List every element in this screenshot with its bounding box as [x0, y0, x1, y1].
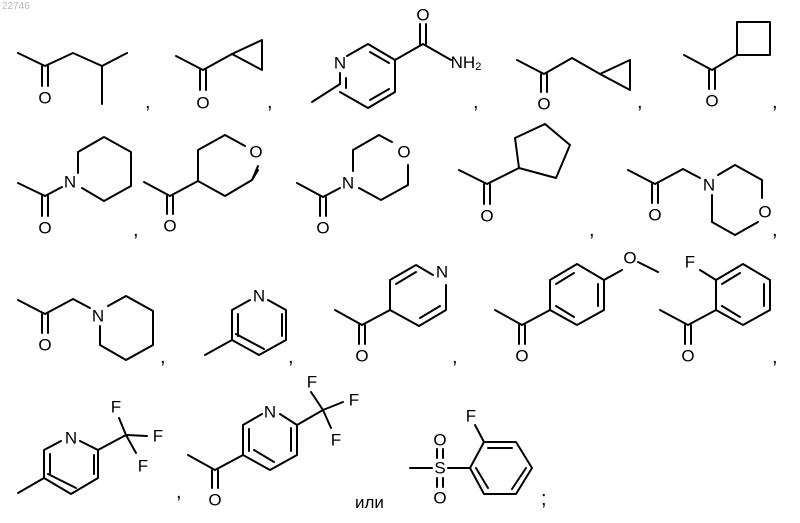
oxygen-atom: O: [316, 219, 329, 238]
sulfur-atom: S: [434, 459, 445, 478]
structure-methoxybenzoyl: O O: [495, 249, 658, 366]
structure-morpholinomethyl-carbonyl: O N O: [628, 165, 772, 235]
comma-separator: ,: [772, 219, 778, 241]
oxygen-atom: O: [38, 219, 51, 238]
fluorine-atom: F: [111, 398, 121, 417]
fluorine-atom: F: [685, 253, 695, 272]
oxygen-atom: O: [433, 489, 446, 508]
fluorine-atom: F: [153, 427, 163, 446]
structure-isobutylcarbonyl: O: [18, 53, 127, 108]
structure-cyclopentyl-carbonyl: O: [459, 124, 570, 226]
oxygen-atom: O: [416, 6, 429, 25]
comma-separator: ,: [133, 219, 139, 241]
nitrogen-atom: N: [436, 263, 448, 282]
nitrogen-atom: N: [64, 173, 76, 192]
structure-methylpyridine: N: [205, 287, 286, 356]
nitrogen-atom: N: [264, 403, 276, 422]
nitrogen-atom: N: [65, 429, 77, 448]
comma-separator: ,: [473, 91, 479, 113]
semicolon-terminator: ;: [541, 488, 547, 510]
structure-trifluoromethylpyridine-methyl: N F F F: [18, 398, 163, 495]
nitrogen-atom: N: [334, 54, 346, 73]
comma-separator: ,: [589, 219, 595, 241]
oxygen-atom: O: [38, 336, 51, 355]
structure-fluorobenzoyl: F O: [660, 253, 770, 366]
structure-pyridine-4-carbonyl: O N: [335, 263, 448, 366]
fluorine-atom: F: [349, 391, 359, 410]
structure-morpholine-carbonyl: O N O: [297, 135, 411, 238]
oxygen-atom: O: [705, 92, 718, 111]
ring-oxygen-atom: O: [249, 143, 262, 162]
structure-methylnicotinamide: N O NH2: [312, 6, 481, 109]
comma-separator: ,: [160, 346, 166, 368]
comma-separator: ,: [267, 91, 273, 113]
nitrogen-atom: N: [342, 174, 354, 193]
oxygen-atom: O: [38, 89, 51, 108]
structure-trifluoromethylnicotinoyl: O N F F F: [188, 373, 359, 510]
structure-cyclopropylmethylcarbonyl: O: [517, 58, 630, 114]
oxygen-atom: O: [433, 431, 446, 450]
oxygen-atom: O: [537, 95, 550, 114]
nitrogen-atom: N: [92, 307, 104, 326]
structure-fluorophenyl-sulfonyl: S O O F: [410, 407, 532, 508]
ring-oxygen-atom: O: [758, 203, 771, 222]
oxygen-atom: O: [196, 94, 209, 113]
comma-separator: ,: [772, 91, 778, 113]
comma-separator: ,: [288, 346, 294, 368]
oxygen-atom: O: [681, 347, 694, 366]
fluorine-atom: F: [466, 407, 476, 426]
structure-cyclopropylcarbonyl: O: [176, 40, 262, 113]
structure-cyclobutylcarbonyl: O: [684, 22, 770, 111]
comma-separator: ,: [176, 481, 182, 503]
structure-piperidine-carbonyl: O N: [18, 137, 131, 238]
oxygen-atom: O: [515, 347, 528, 366]
comma-separator: ,: [145, 91, 151, 113]
fluorine-atom: F: [307, 373, 317, 392]
comma-separator: ,: [637, 91, 643, 113]
amide-nh2-label: NH2: [451, 53, 482, 74]
conjunction-word: или: [355, 493, 384, 512]
oxygen-atom: O: [355, 347, 368, 366]
page-id: 22746: [2, 1, 30, 12]
oxygen-atom: O: [480, 207, 493, 226]
structure-oxanyl-carbonyl: O O: [144, 135, 263, 236]
oxygen-atom: O: [163, 217, 176, 236]
fluorine-atom: F: [138, 457, 148, 476]
nitrogen-atom: N: [253, 287, 265, 306]
oxygen-atom: O: [208, 491, 221, 510]
structure-piperidinomethyl-carbonyl: O N: [18, 296, 153, 360]
ring-oxygen-atom: O: [397, 143, 410, 162]
nitrogen-atom: N: [703, 176, 715, 195]
methoxy-oxygen-atom: O: [623, 249, 636, 268]
oxygen-atom: O: [648, 206, 661, 225]
comma-separator: ,: [772, 346, 778, 368]
comma-separator: ,: [452, 346, 458, 368]
fluorine-atom: F: [331, 431, 341, 450]
